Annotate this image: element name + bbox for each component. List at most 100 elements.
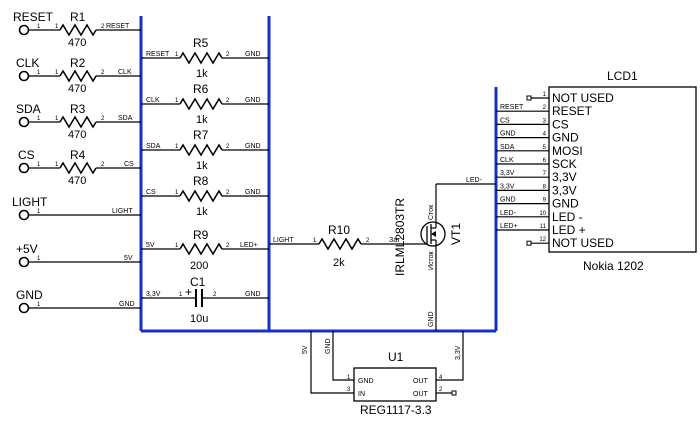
lcd-pin-label: NOT USED — [552, 236, 614, 250]
lcd-pin-number: 12 — [539, 237, 546, 243]
lcd-net-label: GND — [500, 131, 516, 138]
resistor-value: 470 — [68, 129, 86, 141]
resistor-name: R5 — [193, 36, 209, 50]
pin-number: 2 — [101, 162, 105, 168]
regulator-out1: OUT — [413, 378, 429, 385]
lcd-pin-number: 1 — [543, 92, 547, 98]
pulldown-r8: CS 1 2 GND R8 1k — [141, 174, 269, 218]
arrow — [431, 231, 436, 237]
pin-number: 2 — [439, 387, 443, 393]
source-net-label: GND — [428, 311, 435, 327]
lcd-pin-row: 12 NOT USED — [526, 236, 614, 250]
resistor-zigzag — [59, 23, 97, 37]
resistor-name: R7 — [193, 128, 209, 142]
resistor-zigzag — [59, 69, 97, 83]
input-label: GND — [16, 288, 43, 302]
wire-gnd — [332, 331, 354, 381]
lcd-pin-label: 3,3V — [552, 170, 577, 184]
net-label: CLK — [118, 69, 132, 76]
lcd-pin-number: 7 — [543, 171, 547, 177]
buses — [139, 16, 498, 333]
net-label: 3,3V — [455, 345, 462, 360]
net-label: CS — [146, 189, 156, 196]
drain-net-label: LED- — [466, 177, 483, 184]
pulldown-r9: 5V 1 2 LED+ R9 200 — [141, 228, 269, 272]
net-label: CLK — [146, 97, 160, 104]
input-label: RESET — [13, 10, 54, 24]
lcd-pin-number: 3 — [543, 118, 547, 124]
terminal[interactable] — [18, 256, 30, 268]
resistor-value: 470 — [68, 83, 86, 95]
lcd-net-label: 3,3V — [500, 183, 515, 190]
lcd-pin-label: GND — [552, 197, 579, 211]
regulator-u1: U1 REG1117-3.3 GND IN OUT OUT 1 3 4 2 5V… — [302, 331, 464, 417]
terminal[interactable] — [18, 70, 30, 82]
polarity-plus: + — [185, 285, 192, 299]
lcd-pin-label: NOT USED — [552, 91, 614, 105]
net-label: GND — [245, 291, 261, 298]
lcd-name: LCD1 — [607, 69, 638, 83]
pin-number: 2 — [213, 292, 217, 298]
terminal[interactable] — [18, 302, 30, 314]
terminal[interactable] — [18, 162, 30, 174]
transistor-body — [420, 221, 446, 247]
pin-number: 1 — [179, 292, 183, 298]
pin-number: 1 — [175, 144, 179, 150]
resistor-zigzag — [179, 189, 223, 203]
pin-number: 1 — [175, 190, 179, 196]
net-label: 5V — [146, 242, 155, 249]
net-label: 5V — [302, 345, 309, 354]
lcd-pin-label: CS — [552, 117, 569, 131]
resistor-zigzag — [179, 242, 223, 256]
input-row-2: SDA 1 1 2 R3 470 SDA — [16, 102, 141, 141]
pin-number: 3 — [347, 387, 351, 393]
net-label: SDA — [146, 143, 161, 150]
lcd-net-label: RESET — [500, 104, 524, 111]
regulator-out2: OUT — [413, 391, 429, 398]
terminal[interactable] — [18, 116, 30, 128]
pin-number: 1 — [175, 52, 179, 58]
transistor-vt1: LED- GND Сток Исток IRLML2803TR VT1 — [393, 177, 496, 331]
lcd-net-label: 3,3V — [500, 170, 515, 177]
resistor-value: 2k — [333, 257, 345, 269]
lcd-pin-row: 1 NOT USED — [526, 91, 614, 105]
input-label: SDA — [16, 102, 41, 116]
input-label: +5V — [16, 242, 38, 256]
terminal[interactable] — [18, 24, 30, 36]
pin-number: 2 — [101, 116, 105, 122]
terminal[interactable] — [18, 209, 30, 221]
lcd-pin-number: 2 — [543, 105, 547, 111]
pin-number: 1 — [347, 375, 351, 381]
net-label: RESET — [146, 51, 170, 58]
resistor-value: 200 — [190, 260, 208, 272]
pin-number: 1 — [37, 256, 41, 262]
pin-number: 1 — [175, 243, 179, 249]
net-label: RESET — [106, 23, 130, 30]
net-label: GND — [245, 97, 261, 104]
pin-number: 1 — [313, 238, 317, 244]
resistor-name: R1 — [70, 10, 86, 24]
resistor-zigzag — [179, 143, 223, 157]
pin-number: 1 — [37, 162, 41, 168]
capacitor-c1: + 3,3V 1 2 GND C1 10u — [141, 275, 269, 325]
transistor-name: VT1 — [449, 223, 463, 245]
pulldown-r6: CLK 1 2 GND R6 1k — [141, 82, 269, 126]
resistor-value: 470 — [68, 175, 86, 187]
lcd-pin-number: 9 — [543, 198, 547, 204]
resistor-name: R10 — [328, 223, 350, 237]
gate-label: Зат — [389, 237, 401, 244]
net-label: GND — [245, 51, 261, 58]
regulator-in: IN — [358, 391, 365, 398]
input-row-light: LIGHT 1 LIGHT — [12, 195, 141, 221]
pin-number: 2 — [226, 190, 230, 196]
resistor-value: 1k — [196, 206, 208, 218]
pin-number: 2 — [366, 238, 370, 244]
net-label: LIGHT — [112, 208, 133, 215]
